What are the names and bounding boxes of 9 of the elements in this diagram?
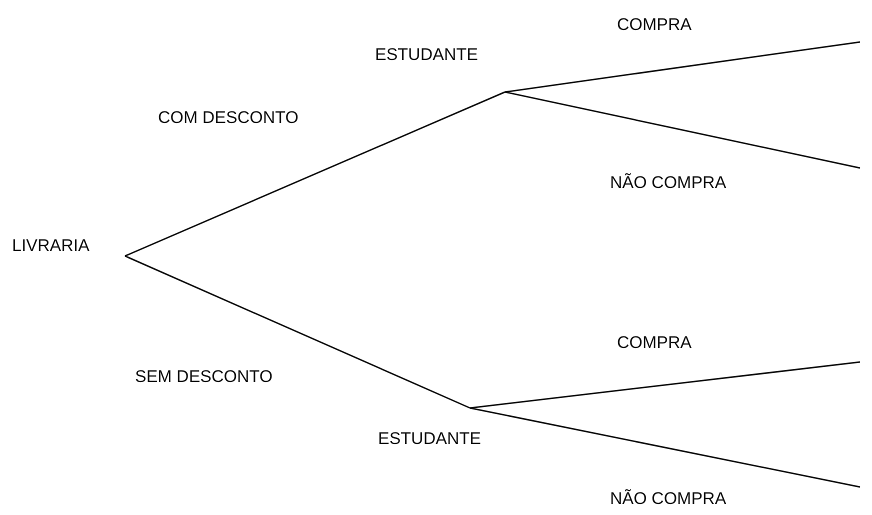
branch-line <box>504 41 860 93</box>
node-label: ESTUDANTE <box>375 44 478 66</box>
branch-line <box>124 91 506 257</box>
node-label: ESTUDANTE <box>378 428 481 450</box>
node-label: LIVRARIA <box>12 235 90 257</box>
branch-line <box>470 361 860 409</box>
branch-line <box>470 407 860 488</box>
branch-line <box>124 255 470 409</box>
branch-line <box>504 91 860 169</box>
